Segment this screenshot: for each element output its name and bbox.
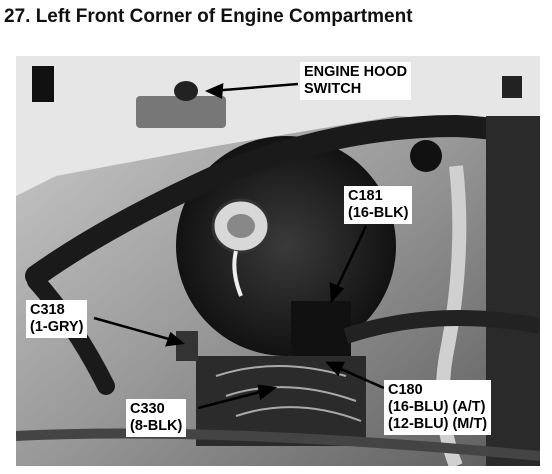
callout-c181: C181 (16-BLK) <box>344 186 413 224</box>
engine-compartment-photo <box>16 56 540 466</box>
page-title: 27. Left Front Corner of Engine Compartm… <box>4 6 413 27</box>
connector-c318-body <box>176 331 198 361</box>
lower-frame <box>16 428 540 461</box>
arrow-hood-switch <box>204 83 224 99</box>
socket-wire <box>232 250 243 297</box>
callout-c181-line2: (16-BLK) <box>348 205 409 221</box>
callout-c330-line2: (8-BLK) <box>130 418 183 434</box>
callout-engine-hood-switch-line1: ENGINE HOOD <box>304 64 408 80</box>
corner-clip <box>502 76 522 98</box>
callout-c318-line2: (1-GRY) <box>30 319 84 335</box>
harness-wires <box>215 365 362 422</box>
callout-engine-hood-switch: ENGINE HOOD SWITCH <box>300 62 412 100</box>
leader-c181 <box>332 225 368 295</box>
hood-switch-plate <box>136 96 226 128</box>
leader-lines <box>93 82 385 410</box>
bracket-block <box>32 66 54 102</box>
callout-c330: C330 (8-BLK) <box>126 399 187 437</box>
callout-c180: C180 (16-BLU) (A/T) (12-BLU) (M/T) <box>384 380 492 435</box>
leader-c318 <box>93 316 177 343</box>
leader-c180 <box>333 364 385 390</box>
arrow-c318 <box>165 331 186 347</box>
leader-c330 <box>197 388 269 410</box>
mount-bolt <box>410 140 442 172</box>
arrow-c181 <box>329 282 345 304</box>
connector-c181-body <box>291 301 351 361</box>
arrow-c180 <box>325 361 345 377</box>
harness-branch-right <box>343 310 540 344</box>
callout-c318-line1: C318 <box>30 302 65 318</box>
hood-switch <box>174 81 198 101</box>
callout-c330-line1: C330 <box>130 401 165 417</box>
callout-engine-hood-switch-line2: SWITCH <box>304 81 362 97</box>
callout-c181-line1: C181 <box>348 188 383 204</box>
leader-hood-switch <box>210 82 299 93</box>
callout-c318: C318 (1-GRY) <box>26 300 88 338</box>
callout-c180-line3: (12-BLU) (M/T) <box>388 416 488 432</box>
arrow-c330 <box>257 384 278 401</box>
callout-c180-line1: C180 <box>388 382 423 398</box>
callout-c180-line2: (16-BLU) (A/T) <box>388 399 486 415</box>
bulb-socket-center <box>227 214 255 238</box>
radiator-edge <box>486 116 540 466</box>
